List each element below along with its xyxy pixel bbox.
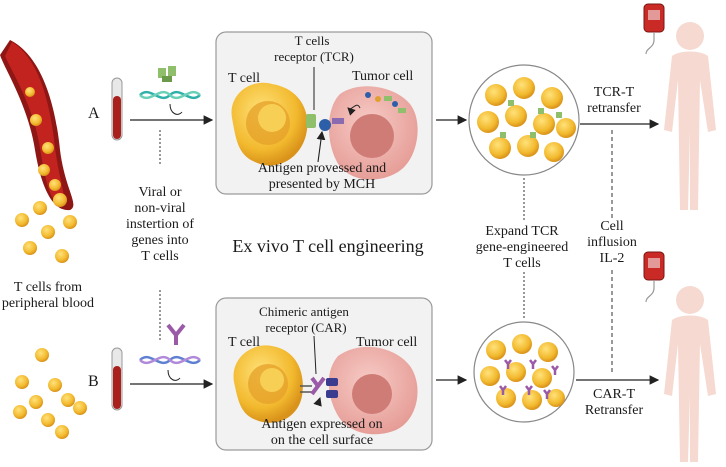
tcr-label-line2: receptor (TCR) xyxy=(274,49,354,64)
top-t-cell-label: T cell xyxy=(228,71,260,86)
insert-curve-a xyxy=(169,103,183,115)
top-tumor-cell-label: Tumor cell xyxy=(352,69,413,84)
human-body-icon xyxy=(664,286,716,462)
insertion-line2: non-viral xyxy=(134,201,185,216)
blood-tube-icon xyxy=(111,77,123,141)
center-title: Ex vivo T cell engineering xyxy=(232,236,423,256)
infusion-line1: Cell xyxy=(600,219,623,234)
expand-line1: Expand TCR xyxy=(485,224,559,239)
bottom-tumor-cell-label: Tumor cell xyxy=(356,335,417,350)
car-pointer xyxy=(313,335,317,375)
bottom-antigen-line2: on the cell surface xyxy=(271,433,373,448)
expand-line2: gene-engineered xyxy=(476,240,569,255)
infusion-line2: influsion xyxy=(587,235,637,250)
insert-curve-b xyxy=(167,369,181,381)
bottom-t-cell-label: T cell xyxy=(228,335,260,350)
car-label-line2: receptor (CAR) xyxy=(265,320,346,335)
left-caption-line2: peripheral blood xyxy=(2,296,94,311)
top-antigen-line2: presented by MCH xyxy=(269,177,376,192)
left-caption-line1: T cells from xyxy=(14,280,82,295)
path-b-label: B xyxy=(88,373,99,390)
expanded-car-cells xyxy=(473,321,575,423)
tcr-label-line1: T cells xyxy=(295,33,330,48)
blood-bag-icon xyxy=(643,3,665,55)
human-body-icon xyxy=(664,22,716,210)
t-cells-scatter-bottom xyxy=(13,348,87,439)
insertion-line4: genes into xyxy=(131,233,188,248)
processing-arrow xyxy=(347,104,361,116)
expand-line3: T cells xyxy=(503,256,540,271)
antigen-pointer xyxy=(316,130,326,163)
car-panel: Chimeric antigen receptor (CAR) T cell T… xyxy=(215,297,433,451)
insertion-line5: T cells xyxy=(141,249,178,264)
infusion-line3: IL-2 xyxy=(600,251,625,266)
blood-bag-icon xyxy=(643,251,665,303)
tumor-antigen xyxy=(326,378,338,398)
car-label-line1: Chimeric antigen xyxy=(259,304,349,319)
tcr-retransfer-line1: TCR-T xyxy=(594,85,635,100)
insertion-line1: Viral or xyxy=(138,185,181,200)
car-gene-icon xyxy=(166,323,186,345)
tcr-receptor xyxy=(306,114,316,128)
blood-vessel-icon xyxy=(0,40,74,211)
dna-helix-icon xyxy=(139,355,201,365)
dna-helix-icon xyxy=(139,90,201,100)
blood-tube-icon xyxy=(111,347,123,411)
path-a-label: A xyxy=(88,105,100,122)
antigen-pointer xyxy=(313,396,322,407)
mhc-molecule xyxy=(332,118,344,124)
tcr-retransfer-line2: retransfer xyxy=(587,101,641,116)
car-receptor xyxy=(300,376,326,396)
antigen-mhc xyxy=(319,119,331,131)
tcr-gene-icon xyxy=(158,66,176,82)
tcr-panel: T cells receptor (TCR) T cell Tumor cell… xyxy=(215,31,433,195)
tumor-surface-markers xyxy=(365,92,406,113)
car-retransfer-line2: Retransfer xyxy=(585,403,644,418)
t-cell-nucleus-inner xyxy=(260,368,284,392)
insertion-line3: instertion of xyxy=(126,217,194,232)
t-cells-scatter-top xyxy=(15,193,77,263)
t-cell-nucleus-inner xyxy=(258,104,286,132)
car-retransfer-line1: CAR-T xyxy=(593,387,635,402)
top-antigen-line1: Antigen provessed and xyxy=(258,161,386,176)
tumor-nucleus xyxy=(352,374,392,414)
expanded-tcr-cells xyxy=(468,64,580,176)
tumor-nucleus xyxy=(350,114,394,158)
bottom-antigen-line1: Antigen expressed on xyxy=(261,417,382,432)
